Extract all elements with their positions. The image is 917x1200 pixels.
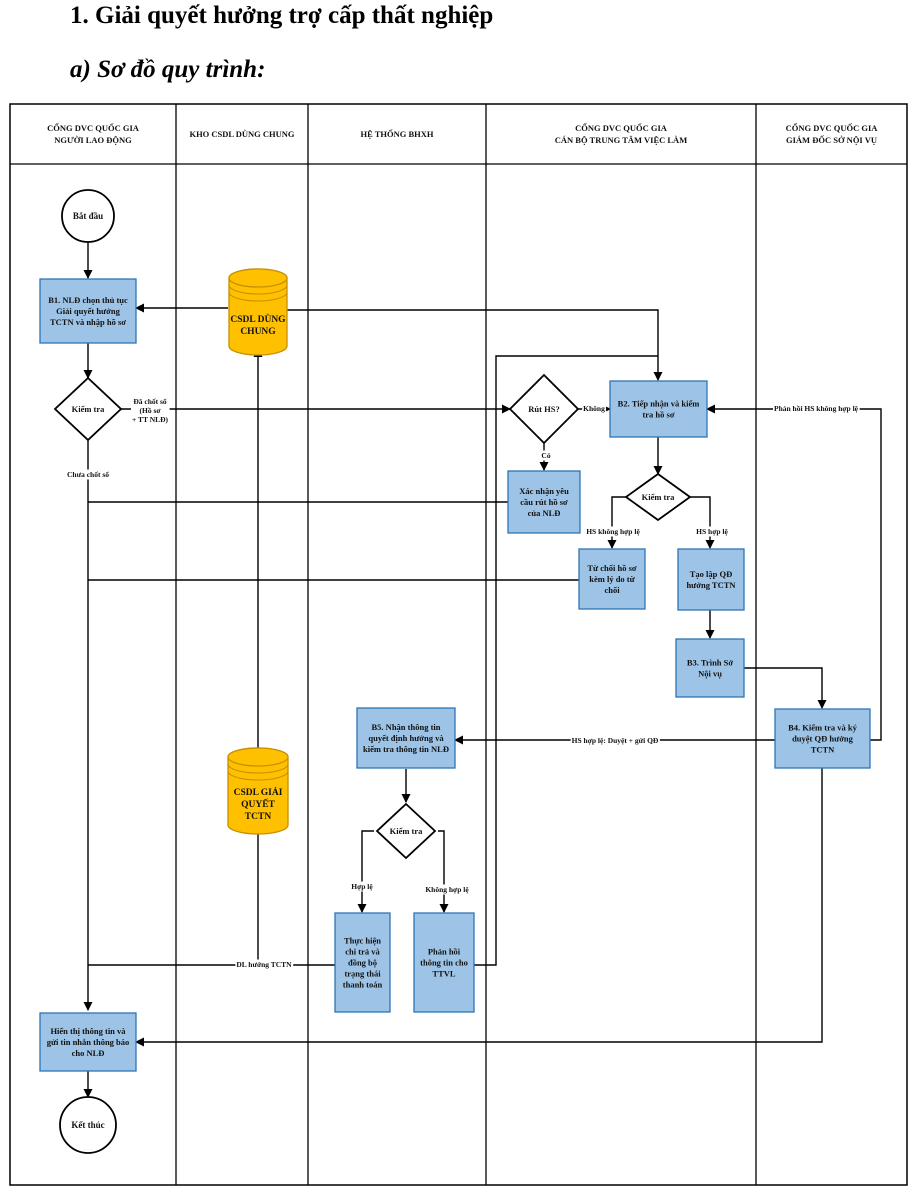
edge-label-khong-hop-le: Không hợp lệ — [425, 885, 469, 894]
decision-label: Kiểm tra — [642, 492, 676, 502]
edge-label-phan-hoi: Phản hồi HS không hợp lệ — [774, 404, 859, 413]
decision-label: Kiểm tra — [390, 826, 424, 836]
edge-label-hs-khong-hop-le: HS không hợp lệ — [586, 527, 640, 536]
decision-label: Kiểm tra — [72, 404, 106, 414]
label-background — [540, 450, 552, 461]
connector-csdl-b2 — [286, 309, 663, 381]
label-background — [582, 403, 607, 414]
label-background — [235, 959, 294, 970]
decision-check1: Kiểm tra — [53, 376, 123, 442]
label-background — [424, 884, 471, 895]
label-background — [585, 526, 642, 537]
lane-title: HỆ THỐNG BHXH — [360, 129, 433, 139]
edge-label-khong: Không — [583, 404, 605, 413]
label-background — [350, 881, 375, 892]
decision-check3: Kiểm tra — [375, 802, 437, 860]
label-background — [130, 396, 170, 425]
edge-label-hop-le: Hợp lệ — [351, 882, 373, 891]
edge-label-duyet: HS hợp lệ: Duyệt + gửi QĐ — [572, 736, 659, 745]
edge-label-hs-hop-le: HS hợp lệ — [696, 527, 728, 536]
connector — [607, 496, 626, 549]
label-background — [570, 735, 660, 746]
connector — [135, 768, 823, 1047]
connector — [690, 496, 715, 549]
connector — [357, 830, 374, 913]
decision-check2: Kiểm tra — [624, 472, 692, 522]
edge-label-chua-chot-so: Chưa chốt sổ — [67, 470, 109, 479]
swimlane-frame — [9, 103, 908, 1186]
terminal-label: Bắt đầu — [73, 211, 103, 221]
edge-label-chot-so: Đã chốt sổ(Hồ sơ+ TT NLĐ) — [132, 397, 169, 424]
section-heading: 1. Giải quyết hưởng trợ cấp thất nghiệp — [70, 2, 494, 29]
label-background — [695, 526, 730, 537]
terminal-label: Kết thúc — [71, 1120, 104, 1130]
label-background — [773, 403, 860, 414]
connector — [438, 830, 449, 913]
terminal-end: Kết thúc — [59, 1096, 117, 1154]
connector — [744, 667, 827, 709]
edge-label-co: Có — [541, 451, 550, 460]
connector-feedback-b2 — [474, 355, 658, 966]
decision-label: Rút HS? — [528, 404, 559, 414]
lane-title: KHO CSDL DÙNG CHUNG — [189, 129, 294, 139]
section-subheading: a) Sơ đồ quy trình: — [70, 56, 266, 83]
label-background — [65, 469, 111, 480]
decision-withdraw: Rút HS? — [508, 373, 580, 445]
edge-label-dl-huong: DL hưởng TCTN — [236, 960, 292, 969]
terminal-start: Bắt đầu — [61, 189, 115, 243]
